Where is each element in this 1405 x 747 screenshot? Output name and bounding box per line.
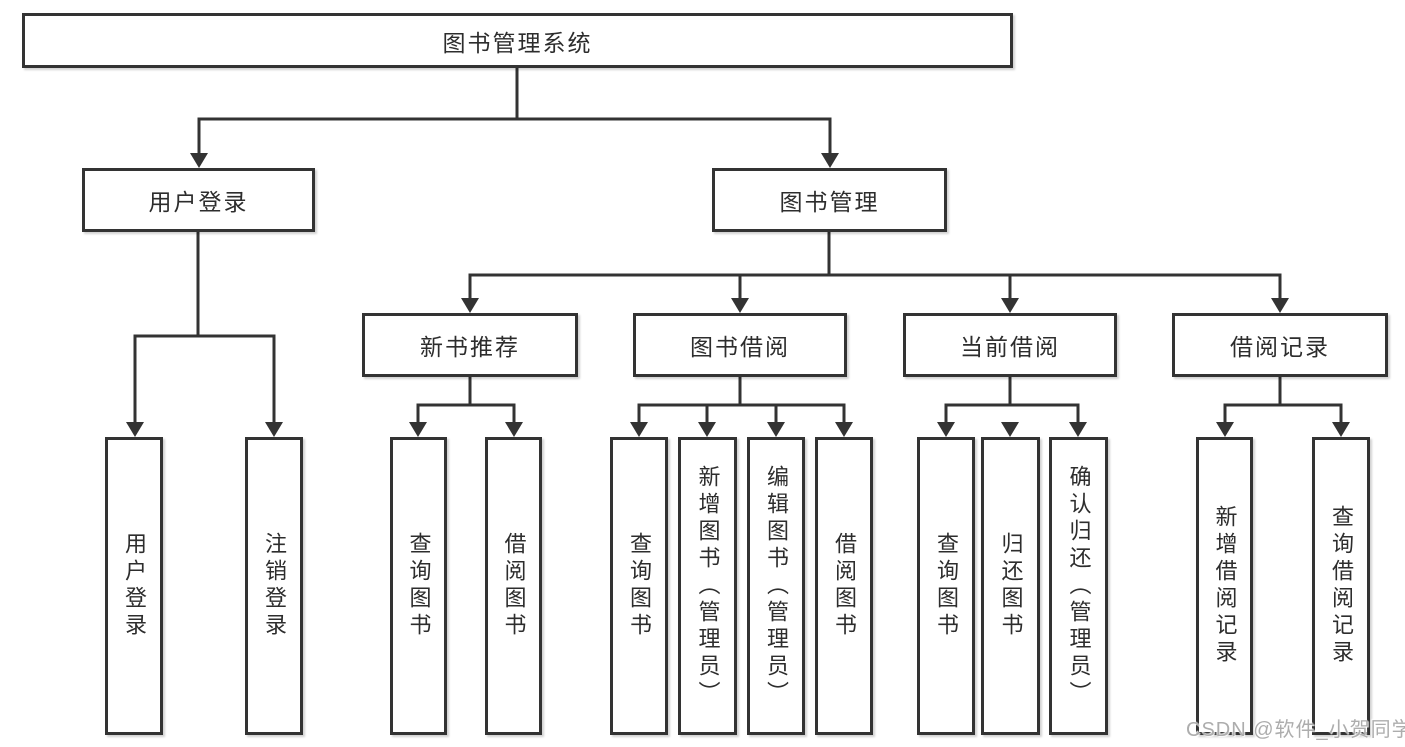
node-label: 图书管理系统 xyxy=(442,29,593,56)
node-label: 查询图书 xyxy=(406,532,432,640)
leaf-add-books-admin: 新增图书（管理员） xyxy=(678,437,737,735)
node-label: 编辑图书（管理员） xyxy=(764,464,789,708)
node-label: 注销登录 xyxy=(262,532,287,640)
leaf-borrow-books-borrowing: 借阅图书 xyxy=(815,437,873,735)
node-label: 用户登录 xyxy=(148,189,249,215)
node-user-login: 用户登录 xyxy=(82,168,315,232)
leaf-query-books-recommend: 查询图书 xyxy=(390,437,447,735)
leaf-query-borrow-record: 查询借阅记录 xyxy=(1312,437,1370,735)
node-root-library-management-system: 图书管理系统 xyxy=(22,13,1013,68)
leaf-return-books: 归还图书 xyxy=(981,437,1040,735)
csdn-watermark: CSDN @软件_小贺同学 xyxy=(1186,719,1405,741)
node-label: 用户登录 xyxy=(122,532,147,640)
node-label: 查询借阅记录 xyxy=(1329,505,1354,667)
node-label: 新书推荐 xyxy=(420,334,520,360)
node-label: 借阅记录 xyxy=(1230,334,1330,360)
node-book-management: 图书管理 xyxy=(712,168,947,232)
node-label: 查询图书 xyxy=(934,532,959,640)
node-label: 借阅图书 xyxy=(501,532,527,640)
leaf-add-borrow-record: 新增借阅记录 xyxy=(1196,437,1253,735)
leaf-logout: 注销登录 xyxy=(245,437,303,735)
leaf-user-login: 用户登录 xyxy=(105,437,163,735)
node-label: 新增借阅记录 xyxy=(1212,505,1238,667)
node-label: 借阅图书 xyxy=(832,532,857,640)
node-label: 当前借阅 xyxy=(960,334,1060,360)
node-label: 图书借阅 xyxy=(690,334,790,360)
node-current-borrowing: 当前借阅 xyxy=(903,313,1117,377)
node-book-borrowing: 图书借阅 xyxy=(633,313,847,377)
node-label: 归还图书 xyxy=(998,532,1024,640)
node-label: 确认归还（管理员） xyxy=(1066,464,1092,708)
leaf-edit-books-admin: 编辑图书（管理员） xyxy=(747,437,805,735)
node-label: 查询图书 xyxy=(627,532,652,640)
node-new-book-recommend: 新书推荐 xyxy=(362,313,578,377)
leaf-confirm-return-admin: 确认归还（管理员） xyxy=(1049,437,1108,735)
leaf-query-books-borrowing: 查询图书 xyxy=(610,437,668,735)
node-label: 图书管理 xyxy=(779,189,880,215)
leaf-query-books-current: 查询图书 xyxy=(917,437,975,735)
node-label: 新增图书（管理员） xyxy=(695,464,721,708)
leaf-borrow-books-recommend: 借阅图书 xyxy=(485,437,542,735)
node-borrow-records: 借阅记录 xyxy=(1172,313,1388,377)
